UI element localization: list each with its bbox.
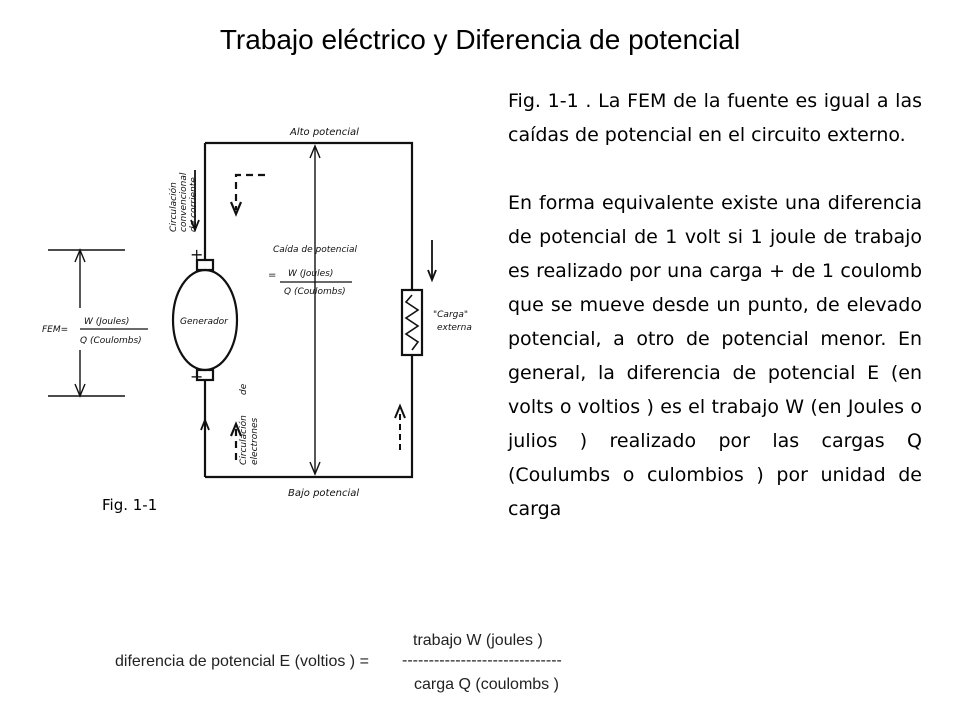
svg-text:convencional: convencional — [179, 172, 189, 232]
load-resistor-box — [400, 288, 424, 357]
label-fem-numerator: W (Joules) — [84, 317, 129, 327]
label-circulacion-convencional: Circulación convencional de corriente — [168, 172, 199, 232]
formula-lhs: diferencia de potencial E (voltios ) = — [115, 653, 369, 670]
voltage-drop-arrow-top — [309, 144, 321, 159]
circuit-diagram: Alto potencial Bajo potencial Circulació… — [42, 127, 472, 499]
paragraph-explanation: En forma equivalente existe una diferenc… — [508, 192, 922, 520]
load-resistor-zigzag — [404, 294, 420, 351]
figure-caption: Fig. 1-1 — [102, 496, 158, 514]
formula-fraction-bar: ------------------------------ — [402, 652, 562, 669]
formula-denominator: carga Q (coulombs ) — [414, 676, 559, 693]
svg-text:electrones: electrones — [250, 418, 260, 465]
label-caida-potencial: Caída de potencial — [273, 245, 357, 255]
formula-numerator: trabajo W (joules ) — [413, 632, 543, 649]
label-alto-potencial: Alto potencial — [289, 127, 359, 138]
label-plus: + — [190, 245, 203, 264]
label-fem: FEM= — [42, 325, 68, 335]
label-caida-equal: = — [268, 270, 276, 281]
label-minus: − — [190, 367, 203, 386]
circuit-wire-right-bottom — [205, 355, 414, 479]
svg-text:Circulación: Circulación — [168, 182, 179, 232]
label-caida-denominator: Q (Coulombs) — [284, 287, 346, 297]
conventional-current-arrow-icon — [234, 173, 265, 210]
svg-text:de: de — [239, 383, 249, 395]
svg-text:Circulación: Circulación — [238, 415, 249, 465]
label-fem-denominator: Q (Coulombs) — [80, 336, 142, 346]
generator-body — [171, 268, 239, 372]
paragraph-fem: Fig. 1-1 . La FEM de la fuente es igual … — [508, 90, 922, 146]
label-circulacion-electrones: Circulación de electrones — [238, 383, 260, 465]
fem-arrow-bottom — [74, 383, 86, 398]
label-externa: externa — [437, 323, 472, 333]
label-carga: "Carga" — [433, 310, 468, 320]
label-bajo-potencial: Bajo potencial — [288, 488, 359, 499]
label-generador: Generador — [180, 317, 229, 327]
circuit-wire-top — [205, 141, 414, 290]
svg-text:de corriente: de corriente — [189, 177, 199, 232]
voltage-drop-arrow-bottom — [309, 461, 321, 476]
potential-difference-formula: diferencia de potencial E (voltios ) = t… — [115, 630, 595, 700]
fem-arrow-top — [74, 248, 86, 263]
slide-title: Trabajo eléctrico y Diferencia de potenc… — [219, 24, 741, 55]
label-caida-numerator: W (Joules) — [288, 269, 333, 279]
